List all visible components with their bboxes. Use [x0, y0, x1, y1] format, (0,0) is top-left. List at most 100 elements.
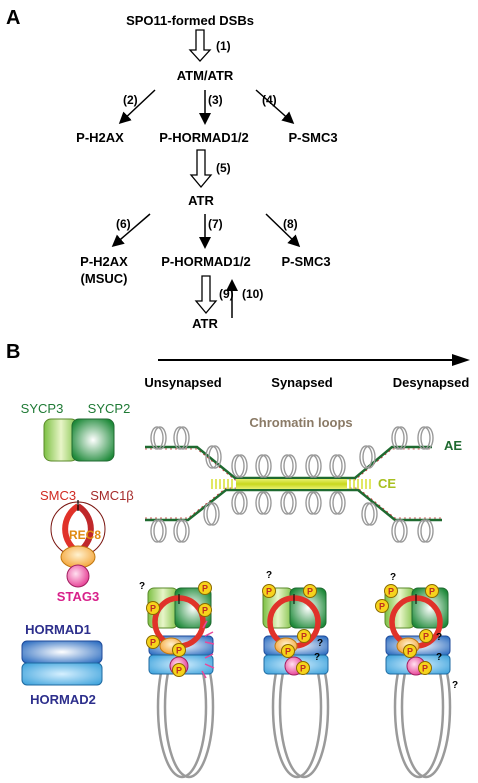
svg-text:P: P — [301, 632, 307, 642]
phospho-badge: P — [296, 661, 310, 675]
step-7: (7) — [208, 217, 223, 231]
loop-top — [150, 426, 167, 450]
svg-text:P: P — [388, 587, 394, 597]
hollow-arrow-9 — [194, 275, 218, 315]
axial-element-top — [145, 445, 432, 480]
step-3: (3) — [208, 93, 223, 107]
legend-hormad2: HORMAD2 — [30, 692, 96, 707]
step-4: (4) — [262, 93, 277, 107]
svg-text:P: P — [423, 632, 429, 642]
phospho-badge: P — [384, 584, 398, 598]
stage-unsynapsed: Unsynapsed — [144, 375, 221, 390]
svg-text:P: P — [429, 587, 435, 597]
loop-top — [231, 454, 248, 478]
node-p-h2ax-2: P-H2AX — [80, 254, 128, 269]
loop-bottom — [203, 502, 220, 526]
phospho-badge: P — [198, 581, 212, 595]
node-spo11: SPO11-formed DSBs — [126, 13, 254, 28]
phospho-badge: P — [418, 661, 432, 675]
phospho-badge: P — [425, 584, 439, 598]
phospho-badge: P — [172, 643, 186, 657]
phospho-badge: P — [403, 644, 417, 658]
loop-bottom — [329, 491, 346, 515]
timeline-arrowhead — [452, 354, 470, 366]
phospho-badge: P — [146, 601, 160, 615]
node-atr-1: ATR — [188, 193, 214, 208]
ae-label: AE — [444, 438, 462, 453]
question-mark: ? — [390, 572, 396, 583]
step-1: (1) — [216, 39, 231, 53]
phospho-badge: P — [281, 644, 295, 658]
loop-top — [205, 445, 222, 469]
svg-text:P: P — [422, 664, 428, 674]
loop-top — [173, 426, 190, 450]
node-msuc: (MSUC) — [81, 271, 128, 286]
ce-hatch-left — [211, 479, 233, 489]
loop-bottom — [280, 491, 297, 515]
panel-a-label: A — [6, 7, 20, 29]
loop-bottom — [173, 519, 190, 543]
arrow-2 — [118, 89, 156, 125]
svg-text:P: P — [202, 584, 208, 594]
loop-bottom — [391, 519, 408, 543]
svg-text:P: P — [379, 602, 385, 612]
legend-smc1b: SMC1β — [90, 488, 134, 503]
node-p-h2ax-1: P-H2AX — [76, 130, 124, 145]
loop-top — [329, 454, 346, 478]
activation-burst — [201, 620, 215, 679]
question-mark: ? — [139, 581, 145, 592]
sycp2-block — [71, 418, 115, 462]
hollow-arrow-5 — [189, 149, 213, 189]
stage-synapsed: Synapsed — [271, 375, 332, 390]
phospho-badge: P — [172, 663, 186, 677]
loop-bottom — [231, 491, 248, 515]
central-element — [236, 479, 347, 489]
loop-bottom — [417, 519, 434, 543]
phospho-badge: P — [262, 584, 276, 598]
phospho-badge: P — [198, 603, 212, 617]
phospho-badge: P — [303, 584, 317, 598]
loop-top — [391, 426, 408, 450]
question-mark: ? — [314, 652, 320, 663]
svg-text:P: P — [285, 647, 291, 657]
node-p-smc3-1: P-SMC3 — [288, 130, 337, 145]
phospho-badge: P — [297, 629, 311, 643]
arrow-8 — [265, 213, 301, 248]
question-mark: ? — [436, 632, 442, 643]
node-p-hormad-2: P-HORMAD1/2 — [161, 254, 251, 269]
ce-hatch-right — [349, 479, 371, 489]
hormad1-block — [21, 640, 103, 664]
node-atr-2: ATR — [192, 316, 218, 331]
loop-bottom — [361, 502, 378, 526]
step-5: (5) — [216, 161, 231, 175]
loop-top — [255, 454, 272, 478]
svg-text:P: P — [176, 666, 182, 676]
question-mark: ? — [452, 680, 458, 691]
stage-desynapsed: Desynapsed — [393, 375, 470, 390]
svg-text:P: P — [176, 646, 182, 656]
question-mark: ? — [317, 638, 323, 649]
step-8: (8) — [283, 217, 298, 231]
phospho-badge: P — [146, 635, 160, 649]
loop-bottom — [255, 491, 272, 515]
loop-top — [417, 426, 434, 450]
loop-bottom — [305, 491, 322, 515]
ce-label: CE — [378, 476, 396, 491]
panel-b-label: B — [6, 341, 20, 363]
loop-top — [305, 454, 322, 478]
svg-text:P: P — [150, 604, 156, 614]
legend-rec8: REC8 — [69, 528, 101, 542]
step-6: (6) — [116, 217, 131, 231]
legend-smc3: SMC3 — [40, 488, 76, 503]
legend-sycp2: SYCP2 — [88, 401, 131, 416]
chromatin-loops-label: Chromatin loops — [249, 415, 352, 430]
legend-hormad1: HORMAD1 — [25, 622, 91, 637]
loop-top — [359, 445, 376, 469]
phospho-badge: P — [375, 599, 389, 613]
svg-text:P: P — [407, 647, 413, 657]
legend-sycp3: SYCP3 — [21, 401, 64, 416]
arrow-6 — [111, 213, 151, 247]
